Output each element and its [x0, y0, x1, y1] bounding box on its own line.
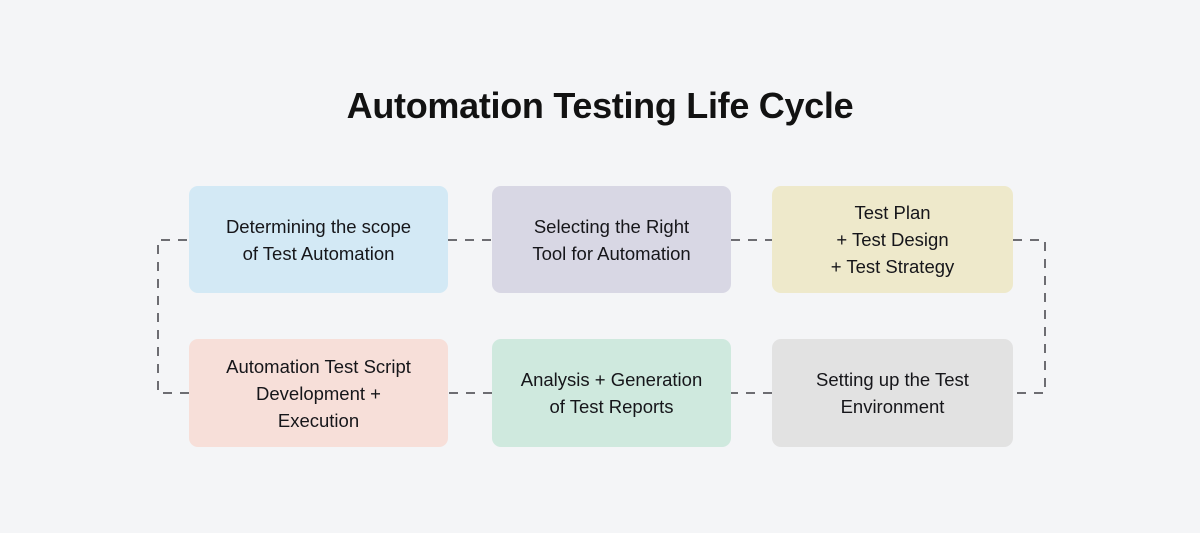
connector-script-to-scope: [157, 239, 189, 394]
stage-label-line: Environment: [840, 396, 945, 417]
stage-box-test-plan[interactable]: Test Plan + Test Design + Test Strategy: [772, 186, 1013, 293]
stage-box-scope[interactable]: Determining the scope of Test Automation: [189, 186, 448, 293]
stage-box-script-development[interactable]: Automation Test Script Development + Exe…: [189, 339, 448, 447]
stage-label-line: + Test Strategy: [830, 256, 955, 277]
stage-box-tool-selection[interactable]: Selecting the Right Tool for Automation: [492, 186, 731, 293]
stage-label-line: of Test Reports: [549, 396, 674, 417]
stage-label-line: Automation Test Script: [226, 355, 411, 377]
stage-box-report-analysis[interactable]: Analysis + Generation of Test Reports: [492, 339, 731, 447]
stage-label-line: Tool for Automation: [532, 242, 691, 264]
stage-label-line: Development +: [256, 382, 381, 404]
stage-label-line: of Test Automation: [242, 242, 395, 264]
stage-label-line: Setting up the Test: [816, 369, 969, 390]
page-title: Automation Testing Life Cycle: [346, 85, 854, 126]
stage-label-line: Selecting the Right: [533, 215, 690, 237]
stage-label-line: Execution: [277, 409, 360, 431]
connector-plan-to-environment: [1013, 239, 1046, 394]
stage-label-line: + Test Design: [836, 229, 949, 250]
stage-label-line: Determining the scope: [225, 215, 412, 237]
stage-label-line: Analysis + Generation: [520, 369, 703, 390]
stage-label-line: Test Plan: [854, 202, 931, 223]
stage-box-test-environment[interactable]: Setting up the Test Environment: [772, 339, 1013, 447]
